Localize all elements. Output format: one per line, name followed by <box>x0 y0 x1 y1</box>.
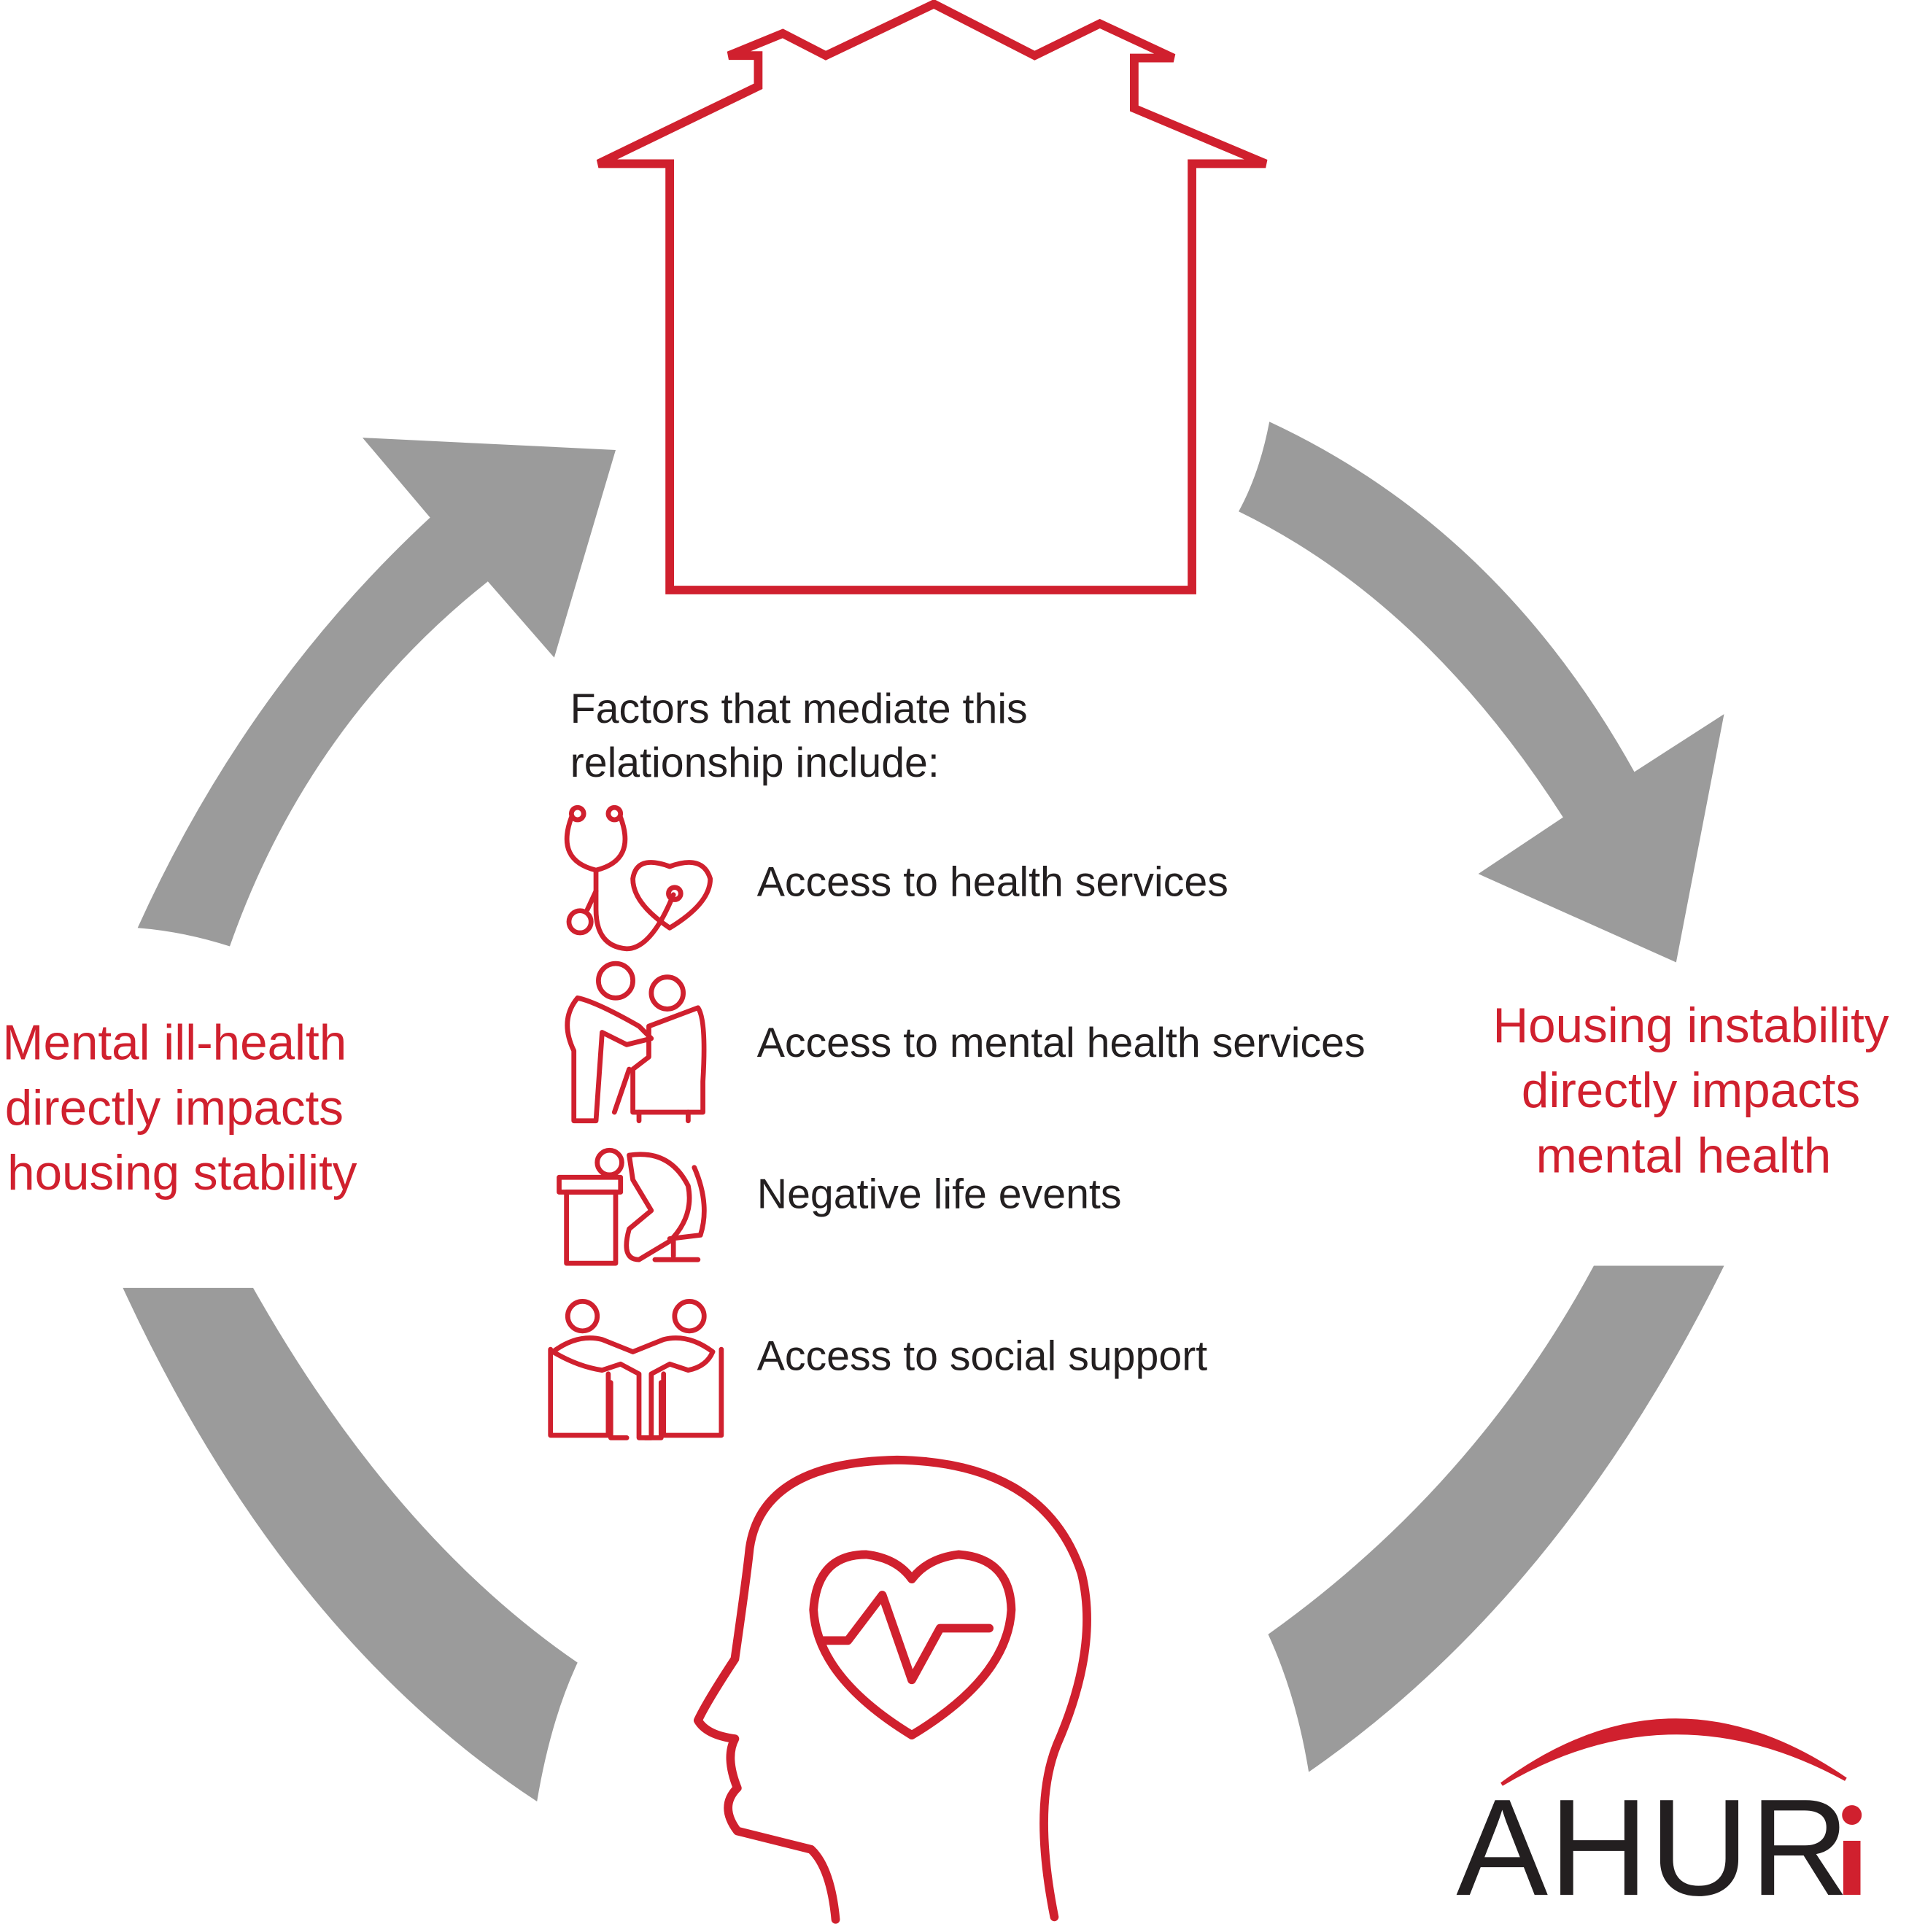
right-label-line-2: directly impacts <box>1522 1063 1860 1118</box>
stethoscope-heart-icon <box>564 804 713 952</box>
factors-heading-line-1: Factors that mediate this <box>570 686 1028 732</box>
house-icon <box>596 0 1268 594</box>
arc-bottom-left <box>123 1287 578 1802</box>
factor-label-social-support: Access to social support <box>757 1333 1208 1380</box>
right-label-line-1: Housing instability <box>1493 998 1889 1053</box>
arc-bottom-right <box>1268 1265 1724 1772</box>
arrow-housing-to-mental <box>1239 422 1724 963</box>
factor-label-negative-events: Negative life events <box>757 1171 1122 1217</box>
two-people-talking-icon <box>548 1299 724 1440</box>
arrow-mental-to-housing <box>137 438 616 947</box>
logo-arc <box>1500 1718 1847 1786</box>
factor-label-health: Access to health services <box>757 858 1228 905</box>
left-label-line-1: Mental ill-health <box>2 1016 346 1071</box>
head-heartbeat-icon <box>693 1455 1091 1924</box>
right-label-line-3: mental health <box>1536 1129 1832 1184</box>
logo-text: AHUR <box>1456 1770 1849 1924</box>
factors-heading-line-2: relationship include: <box>570 740 940 786</box>
left-label-line-2: directly impacts <box>5 1081 344 1136</box>
left-label-line-3: housing stability <box>7 1146 357 1200</box>
ahuri-logo: AHUR <box>1456 1718 1862 1924</box>
distressed-person-icon <box>557 1147 707 1266</box>
carer-patient-icon <box>565 961 707 1124</box>
factor-label-mental-health: Access to mental health services <box>757 1020 1366 1066</box>
